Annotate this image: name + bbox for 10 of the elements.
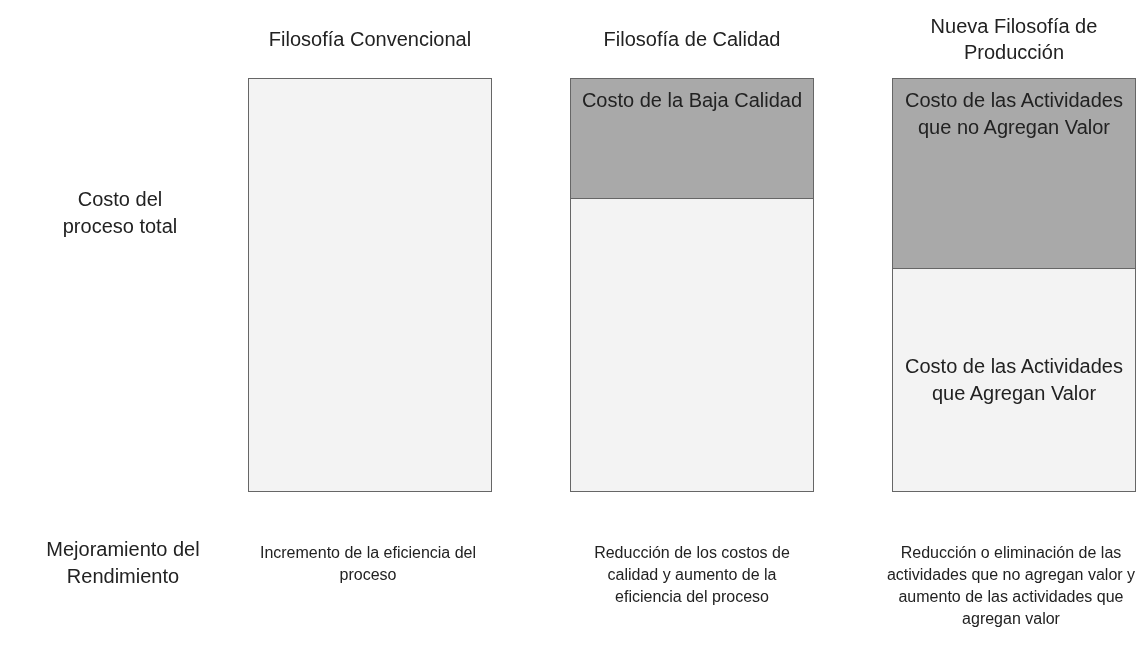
column-heading: Filosofía Convencional — [267, 27, 473, 52]
axis-label: Mejoramiento del Rendimiento — [45, 537, 201, 589]
cost-segment: Costo de la Baja Calidad — [571, 79, 813, 199]
description-text: Reducción de los costos de calidad y aumento de la eficiencia del proceso — [593, 543, 791, 607]
cost-segment: Costo de las Actividades que no Agregan Valor — [893, 79, 1135, 269]
description-text: Reducción o eliminación de las actividades que no agregan valor y aumento de las actividades que agregan valor — [885, 543, 1137, 629]
description-text: Incremento de la eficiencia del proceso — [258, 543, 478, 585]
column-heading: Filosofía de Calidad — [602, 27, 782, 52]
axis-label: Costo del proceso total — [61, 187, 179, 239]
column-heading: Nueva Filosofía de Producción — [929, 14, 1099, 65]
